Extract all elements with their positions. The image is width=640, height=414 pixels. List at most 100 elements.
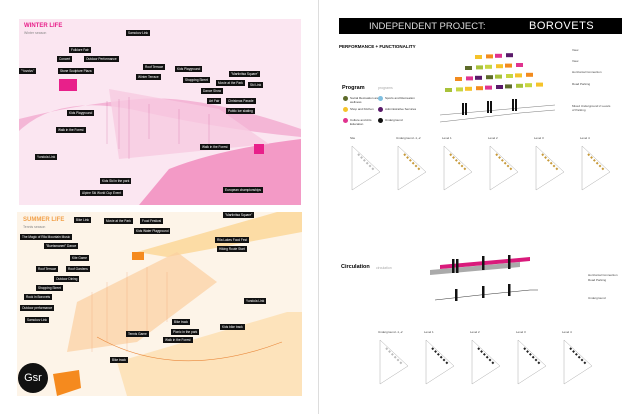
- winter-activity-label: Yundola Link: [35, 154, 58, 160]
- summer-activity-label: Walk in the Forest: [163, 337, 193, 343]
- legend-dot-icon: [343, 118, 348, 123]
- program-block: [506, 53, 513, 58]
- plan-label: Level 3: [516, 330, 526, 334]
- summer-activity-label: Bike track: [110, 357, 128, 363]
- summer-map: [67, 212, 302, 396]
- program-block: [455, 77, 462, 81]
- floor-plan-diagram: [581, 145, 611, 191]
- winter-activity-label: Ski Link: [248, 82, 264, 88]
- program-block: [485, 64, 492, 69]
- winter-activity-label: Walk in the Forest: [56, 127, 86, 133]
- winter-activity-label: Kids Playground: [175, 66, 203, 72]
- page-divider: [318, 0, 319, 414]
- winter-activity-label: "Martinitsa Square": [229, 71, 261, 77]
- circulation-title: Circulation: [341, 264, 370, 270]
- winter-title: WINTER LIFE: [24, 23, 63, 29]
- plan-label: Level 2: [488, 136, 498, 140]
- legend-dot-icon: [378, 118, 383, 123]
- summer-activity-label: Tennis Game: [126, 331, 149, 337]
- summer-activity-label: Picnic in the park: [171, 329, 200, 335]
- summer-subtitle: Tennis season: [23, 225, 46, 229]
- program-block: [496, 85, 503, 89]
- winter-activity-label: Shopping Street: [183, 77, 210, 83]
- summer-activity-label: Bike Link: [74, 217, 91, 223]
- floor-plan-diagram: [489, 145, 519, 191]
- plan-label: Level 1: [442, 136, 452, 140]
- winter-activity-label: Folklore Fair: [69, 47, 91, 53]
- legend-label: Sports and Recreation: [385, 96, 415, 100]
- winter-activity-label: European championships: [223, 187, 263, 193]
- building-icon: [132, 252, 144, 260]
- program-block: [476, 65, 483, 70]
- legend-dot-icon: [378, 107, 383, 112]
- circulation-sub: circulation: [376, 266, 392, 270]
- level-label: Horizontal Connection: [588, 273, 618, 277]
- summer-activity-label: Bike track: [172, 319, 190, 325]
- winter-panel: WINTER LIFE Winter season: [19, 19, 301, 205]
- floor-plan-diagram: [379, 339, 409, 385]
- floor-plan-diagram: [563, 339, 593, 385]
- winter-activity-label: Kids Playground: [67, 110, 95, 116]
- summer-activity-label: Roof Terrace: [36, 266, 59, 272]
- level-label: View: [572, 48, 579, 52]
- program-block: [536, 82, 543, 87]
- program-block: [445, 88, 452, 92]
- legend-dot-icon: [378, 96, 383, 101]
- summer-panel: SUMMER LIFE Tennis season: [17, 212, 302, 396]
- summer-activity-label: Rock in Borovets: [24, 294, 53, 300]
- floor-plan-diagram: [397, 145, 427, 191]
- program-block: [456, 87, 463, 92]
- plan-label: Level 3: [534, 136, 544, 140]
- summer-activity-label: Kite Game: [70, 255, 90, 261]
- summer-activity-label: Kids bike track: [220, 324, 245, 330]
- level-label: Mixed Underground 2 Levels of Parking: [572, 104, 611, 112]
- program-block: [476, 86, 483, 91]
- title-bar: INDEPENDENT PROJECT: BOROVETS: [339, 18, 622, 34]
- program-block: [516, 63, 523, 67]
- legend-label: Underground: [385, 118, 403, 122]
- winter-activity-label: Stone Sculpture Plaza: [58, 68, 94, 74]
- program-block: [505, 63, 512, 68]
- winter-activity-label: Winter Terrace: [136, 74, 161, 80]
- winter-activity-label: Dance Show: [201, 88, 224, 94]
- winter-activity-label: Public Ice skating: [226, 108, 255, 114]
- orange-block-icon: [53, 370, 81, 396]
- legend-label: Social Recreation and wellness: [350, 96, 380, 104]
- floor-plan-diagram: [425, 339, 455, 385]
- summer-activity-label: Food Festival: [140, 218, 164, 224]
- performance-title: PERFORMANCE + FUNCTIONALITY: [339, 44, 416, 49]
- plan-label: Site: [350, 136, 356, 140]
- program-axonometric: [440, 53, 556, 123]
- plan-label: Level 1: [424, 330, 434, 334]
- winter-activity-label: Alpine Ski World Cup Event: [80, 190, 124, 196]
- program-block: [506, 74, 513, 78]
- winter-activity-label: Samokov Link: [126, 30, 151, 36]
- program-block: [475, 55, 482, 59]
- program-sub: programs: [378, 86, 393, 90]
- summer-activity-label: Outdoor Dining: [54, 276, 80, 282]
- floor-plan-diagram: [443, 145, 473, 191]
- program-block: [485, 85, 492, 90]
- legend-item: Social Recreation and wellness: [343, 96, 383, 104]
- program-block: [505, 84, 512, 89]
- summer-activity-label: "Buetsmaneri" Dance: [44, 243, 79, 249]
- program-block: [466, 76, 473, 81]
- legend-dot-icon: [343, 96, 348, 101]
- plan-label: Level 4: [562, 330, 572, 334]
- legend-label: Culture and Arts Education: [350, 118, 372, 126]
- floor-plan-diagram: [471, 339, 501, 385]
- winter-activity-label: Christmas Parade: [226, 98, 256, 104]
- summer-activity-label: Rila Lakes Food Fest: [215, 237, 250, 243]
- summer-activity-label: Roof Gardens: [66, 266, 90, 272]
- legend-item: Sports and Recreation: [378, 96, 418, 101]
- program-block: [515, 73, 522, 78]
- plan-label: Underground -1,-2: [396, 136, 421, 140]
- summer-activity-label: Samokov Link: [25, 317, 50, 323]
- level-label: Road Parking: [572, 82, 591, 86]
- title-left: INDEPENDENT PROJECT:: [369, 20, 486, 32]
- summer-activity-label: Outdoor performance: [20, 305, 55, 311]
- gsr-logo: Gsr: [18, 363, 48, 393]
- winter-activity-label: Outdoor Performance: [84, 56, 119, 62]
- summer-activity-label: The Magic of Rila Mountain Music: [20, 234, 73, 240]
- program-block: [475, 75, 482, 80]
